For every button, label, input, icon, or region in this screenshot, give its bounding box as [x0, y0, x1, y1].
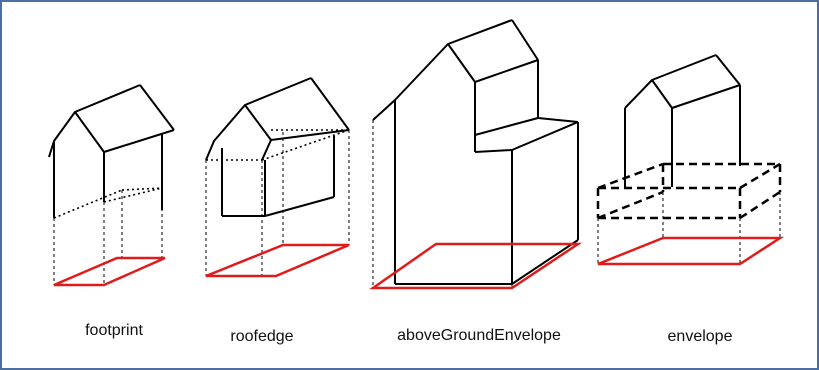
envelope-outline-red — [597, 236, 785, 266]
above-ground-envelope-projection-lines — [372, 120, 513, 288]
footprint-house-illustration — [48, 84, 175, 218]
roofedge-house-illustration — [205, 77, 350, 217]
footprint-projection-lines — [53, 190, 163, 285]
envelope-house-illustration — [624, 54, 741, 187]
envelope-projection-lines — [597, 192, 781, 264]
label-envelope: envelope — [667, 328, 733, 345]
roofedge-projection-lines — [205, 130, 350, 276]
label-above-ground-envelope: aboveGroundEnvelope — [397, 327, 561, 344]
above-ground-envelope-building-illustration — [372, 19, 579, 285]
footprint-hidden-edges — [53, 187, 163, 219]
label-roofedge: roofedge — [230, 328, 294, 345]
roofedge-outline-red — [205, 243, 350, 278]
footprint-outline-red — [53, 256, 166, 287]
above-ground-envelope-outline-red — [369, 242, 583, 290]
label-footprint: footprint — [85, 322, 143, 339]
roofedge-eave-dotted — [206, 129, 350, 161]
envelope-bounding-box-dashed — [596, 162, 782, 220]
